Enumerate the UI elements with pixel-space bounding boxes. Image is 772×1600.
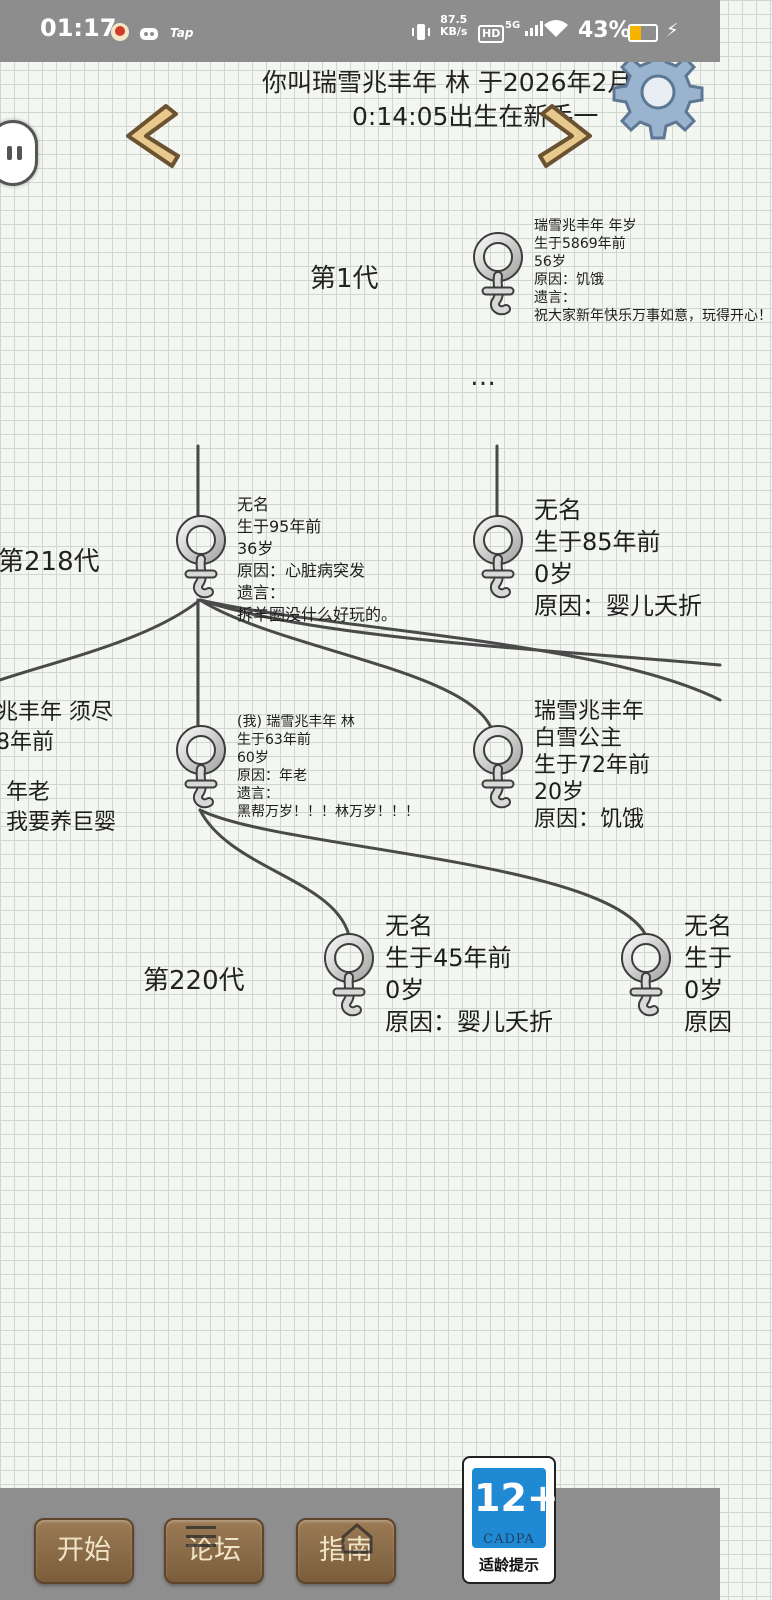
age-rating-icon: [472, 1468, 546, 1548]
network-speed: 87.5 KB/s: [440, 13, 468, 38]
female-person-icon[interactable]: [472, 515, 524, 602]
hd-badge: HD: [478, 25, 505, 43]
person-info-gen219-self: (我) 瑞雪兆丰年 林 生于63年前 60岁 原因：年老 遗言： 黑帮万岁！！！…: [237, 714, 419, 820]
generation-ellipsis: …: [470, 362, 498, 392]
charging-icon: ⚡: [666, 20, 679, 41]
person-info-gen219-left: 兆丰年 须尽 8年前 年老 我要养巨婴: [0, 700, 117, 835]
battery-percent: 43%: [578, 18, 631, 43]
bot-app-icon: [138, 22, 160, 45]
status-bar: 01:17 Tap 87.5 KB/s HD 5G 43% ⚡: [0, 0, 720, 62]
prev-arrow-button[interactable]: [118, 100, 188, 172]
age-rating-number: 12+: [474, 1476, 559, 1520]
status-time: 01:17: [40, 14, 117, 42]
female-person-icon[interactable]: [175, 725, 227, 812]
person-info-gen218-sibling: 无名 生于85年前 0岁 原因：婴儿夭折: [534, 496, 702, 620]
menu-icon[interactable]: [184, 1522, 218, 1560]
header-line-1: 你叫瑞雪兆丰年 林 于2026年2月6日: [262, 68, 674, 97]
battery-icon: [628, 24, 658, 42]
wifi-icon: [543, 18, 569, 44]
age-rating-badge[interactable]: 12+ CADPA 适龄提示: [462, 1456, 559, 1584]
vibrate-icon: [410, 22, 432, 47]
age-rating-org: CADPA: [483, 1532, 535, 1547]
person-info-gen220-child1: 无名 生于45年前 0岁 原因：婴儿夭折: [385, 912, 553, 1036]
pause-button[interactable]: [0, 120, 38, 186]
female-person-icon[interactable]: [620, 933, 672, 1020]
person-info-gen218-main: 无名 生于95年前 36岁 原因：心脏病突发 遗言： 拆羊圈没什么好玩的。: [237, 495, 398, 624]
person-info-gen1: 瑞雪兆丰年 年岁 生于5869年前 56岁 原因：饥饿 遗言： 祝大家新年快乐万…: [534, 218, 772, 324]
settings-gear-icon[interactable]: [612, 46, 704, 140]
female-person-icon[interactable]: [472, 725, 524, 812]
taptap-icon: Tap: [170, 26, 194, 40]
home-icon[interactable]: [340, 1522, 374, 1562]
start-button[interactable]: 开始: [34, 1518, 134, 1584]
family-tree-lines: [0, 444, 722, 942]
notification-app-icon: [110, 22, 130, 45]
person-info-gen219-sister: 瑞雪兆丰年 白雪公主 生于72年前 20岁 原因：饥饿: [534, 699, 650, 832]
female-person-icon[interactable]: [323, 933, 375, 1020]
age-rating-caption: 适龄提示: [478, 1556, 539, 1574]
generation-label-1: 第1代: [310, 264, 379, 294]
next-arrow-button[interactable]: [530, 100, 600, 172]
generation-label-218: 第218代: [0, 547, 100, 577]
signal-icon: 5G: [505, 20, 547, 40]
female-person-icon[interactable]: [472, 232, 524, 319]
female-person-icon[interactable]: [175, 515, 227, 602]
generation-label-220: 第220代: [143, 966, 245, 996]
person-info-gen220-child2: 无名 生于 0岁 原因: [684, 912, 732, 1036]
